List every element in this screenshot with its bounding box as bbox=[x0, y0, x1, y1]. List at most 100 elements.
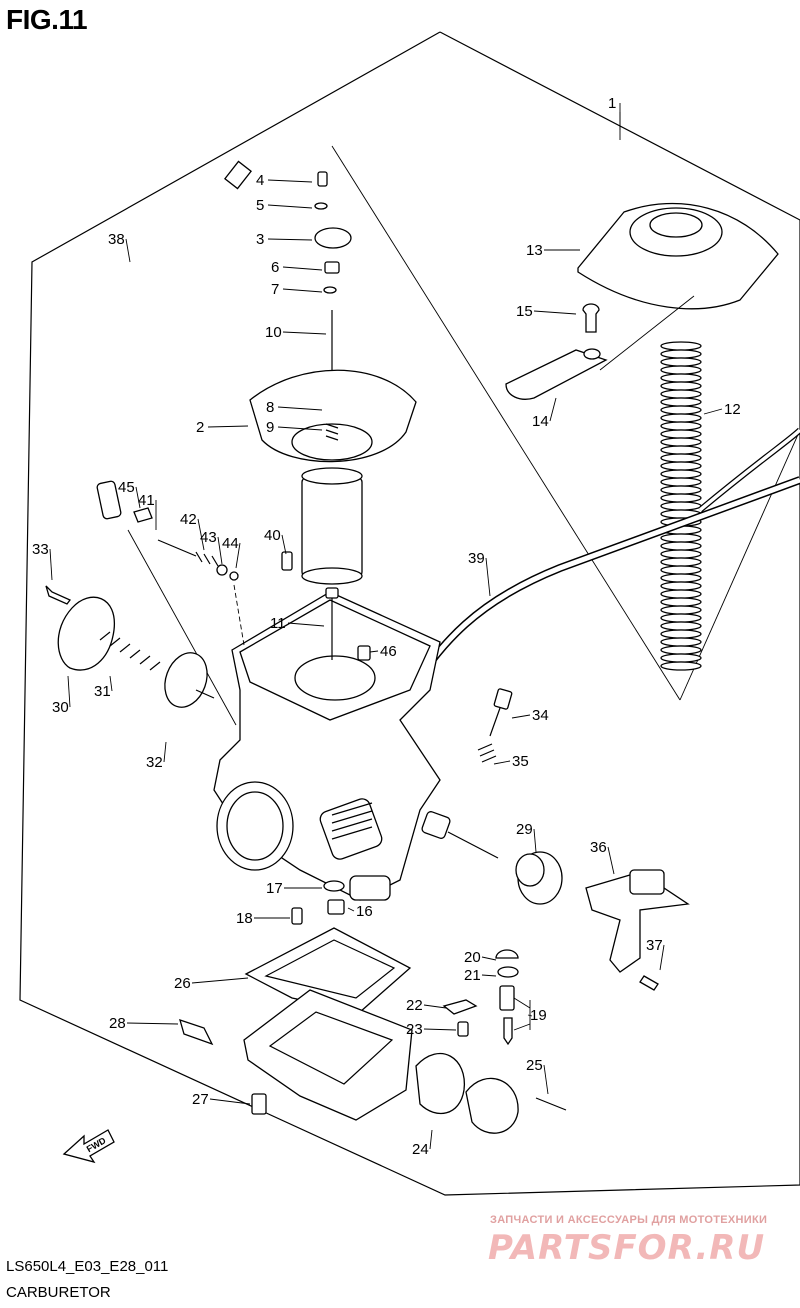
figure-title: FIG.11 bbox=[6, 4, 88, 35]
callout-33: 33 bbox=[32, 541, 49, 558]
callout-37: 37 bbox=[646, 937, 663, 954]
callout-31: 31 bbox=[94, 683, 111, 700]
leader-24 bbox=[429, 1129, 433, 1150]
throttle-cable bbox=[96, 160, 252, 726]
top-cap-group bbox=[505, 202, 779, 400]
callout-29: 29 bbox=[516, 821, 533, 838]
leader-40 bbox=[281, 534, 287, 555]
callout-12: 12 bbox=[724, 401, 741, 418]
leader-11 bbox=[287, 622, 325, 627]
model-code: LS650L4_E03_E28_011 bbox=[6, 1258, 169, 1275]
pilot-screw-set bbox=[133, 507, 293, 646]
leader-42 bbox=[197, 518, 205, 551]
leader-29 bbox=[533, 828, 537, 853]
leader-23 bbox=[423, 1028, 457, 1031]
leader-37 bbox=[659, 944, 665, 971]
screw-spring-34-35 bbox=[477, 688, 513, 763]
callout-45: 45 bbox=[118, 479, 135, 496]
leader-30 bbox=[67, 675, 71, 708]
watermark-tagline: ЗАПЧАСТИ И АКСЕССУАРЫ ДЛЯ МОТОТЕХНИКИ bbox=[490, 1214, 768, 1226]
enrichener-cover-group bbox=[45, 585, 215, 708]
leader-32 bbox=[163, 741, 167, 763]
callout-22: 22 bbox=[406, 997, 423, 1014]
leader-22 bbox=[423, 1004, 447, 1009]
leader-15 bbox=[533, 310, 577, 315]
callout-19: 19 bbox=[530, 1007, 547, 1024]
leader-5 bbox=[267, 204, 313, 209]
leader-38 bbox=[125, 238, 131, 263]
leader-44 bbox=[235, 542, 241, 569]
vacuum-piston-group bbox=[249, 171, 417, 585]
leader-16 bbox=[347, 907, 355, 912]
callout-30: 30 bbox=[52, 699, 69, 716]
callout-24: 24 bbox=[412, 1141, 429, 1158]
callout-10: 10 bbox=[265, 324, 282, 341]
callout-26: 26 bbox=[174, 975, 191, 992]
leader-19 bbox=[527, 1014, 533, 1017]
leader-31 bbox=[109, 675, 113, 692]
assembly-outline bbox=[19, 31, 800, 1196]
leader-12 bbox=[703, 408, 723, 415]
leader-8 bbox=[277, 406, 323, 411]
callout-6: 6 bbox=[271, 259, 279, 276]
leader-21 bbox=[481, 974, 497, 977]
callout-17: 17 bbox=[266, 880, 283, 897]
callout-27: 27 bbox=[192, 1091, 209, 1108]
callout-35: 35 bbox=[512, 753, 529, 770]
drain-screws bbox=[291, 880, 345, 925]
callout-18: 18 bbox=[236, 910, 253, 927]
callout-41: 41 bbox=[138, 492, 155, 509]
float-and-pin bbox=[415, 1052, 567, 1134]
leader-34 bbox=[511, 714, 531, 719]
piston-spring bbox=[660, 341, 702, 671]
leader-7 bbox=[282, 288, 323, 293]
leader-39 bbox=[485, 557, 491, 597]
callout-20: 20 bbox=[464, 949, 481, 966]
callout-11: 11 bbox=[270, 615, 286, 632]
callout-25: 25 bbox=[526, 1057, 543, 1074]
callout-4: 4 bbox=[256, 172, 264, 189]
callout-44: 44 bbox=[222, 535, 239, 552]
jet-set bbox=[442, 949, 531, 1046]
callout-21: 21 bbox=[464, 967, 481, 984]
callout-9: 9 bbox=[266, 419, 274, 436]
leader-25 bbox=[543, 1064, 549, 1095]
leader-26 bbox=[191, 977, 249, 984]
leader-10 bbox=[282, 331, 327, 335]
callout-38: 38 bbox=[108, 231, 125, 248]
cable-bracket bbox=[585, 869, 690, 991]
leader-27 bbox=[209, 1098, 251, 1105]
leader-28 bbox=[126, 1022, 179, 1025]
diagram-caption: CARBURETOR bbox=[6, 1284, 111, 1301]
float-chamber bbox=[179, 927, 413, 1121]
callout-3: 3 bbox=[256, 231, 264, 248]
starter-plunger bbox=[421, 811, 563, 905]
callout-8: 8 bbox=[266, 399, 274, 416]
leader-3 bbox=[267, 238, 313, 241]
carburetor-body bbox=[213, 587, 441, 901]
callout-1: 1 bbox=[608, 95, 616, 112]
callout-43: 43 bbox=[200, 529, 217, 546]
callout-36: 36 bbox=[590, 839, 607, 856]
callout-32: 32 bbox=[146, 754, 163, 771]
callout-14: 14 bbox=[532, 413, 549, 430]
leader-9 bbox=[277, 426, 323, 431]
callout-39: 39 bbox=[468, 550, 485, 567]
leader-33 bbox=[49, 548, 53, 581]
callout-7: 7 bbox=[271, 281, 279, 298]
leader-2 bbox=[207, 425, 249, 428]
callout-13: 13 bbox=[526, 242, 543, 259]
callout-leaders bbox=[49, 103, 723, 1150]
leader-20 bbox=[481, 956, 497, 961]
watermark-logo: PARTSFOR.RU bbox=[488, 1228, 766, 1268]
leader-43 bbox=[217, 536, 223, 565]
leader-46 bbox=[369, 650, 379, 653]
callout-15: 15 bbox=[516, 303, 533, 320]
leader-35 bbox=[493, 760, 511, 765]
callout-34: 34 bbox=[532, 707, 549, 724]
callout-42: 42 bbox=[180, 511, 197, 528]
callout-16: 16 bbox=[356, 903, 373, 920]
leader-36 bbox=[607, 846, 615, 875]
callout-5: 5 bbox=[256, 197, 264, 214]
